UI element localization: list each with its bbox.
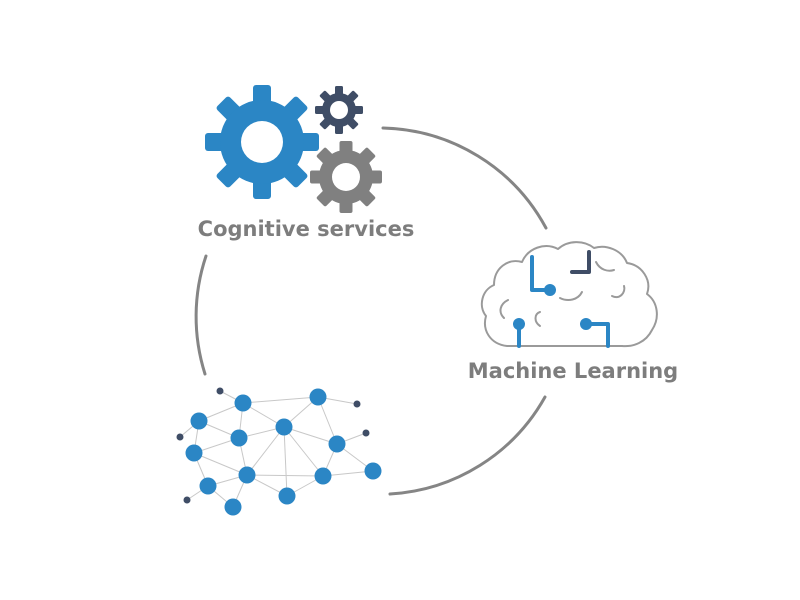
cloud-inner-folds: [499, 261, 626, 327]
cognitive-services-label: Cognitive services: [198, 217, 415, 241]
cloud-outline: [480, 241, 658, 348]
machine-learning-label: Machine Learning: [468, 359, 678, 383]
cycle-arcs: [194, 126, 548, 496]
arc-gears-to-ml: [381, 126, 548, 230]
medium-gray-gear: [310, 141, 382, 213]
neural-network-icon: [176, 387, 382, 516]
large-blue-gear: [205, 85, 319, 199]
circuit-nodes: [513, 284, 592, 330]
brain-cloud-icon: [480, 241, 658, 348]
arc-network-to-gears: [194, 254, 208, 376]
small-navy-gear: [315, 86, 363, 134]
arc-ml-to-network: [388, 395, 547, 496]
gears-icon: [205, 85, 382, 213]
network-large-nodes: [185, 388, 382, 516]
network-small-nodes: [176, 387, 370, 504]
